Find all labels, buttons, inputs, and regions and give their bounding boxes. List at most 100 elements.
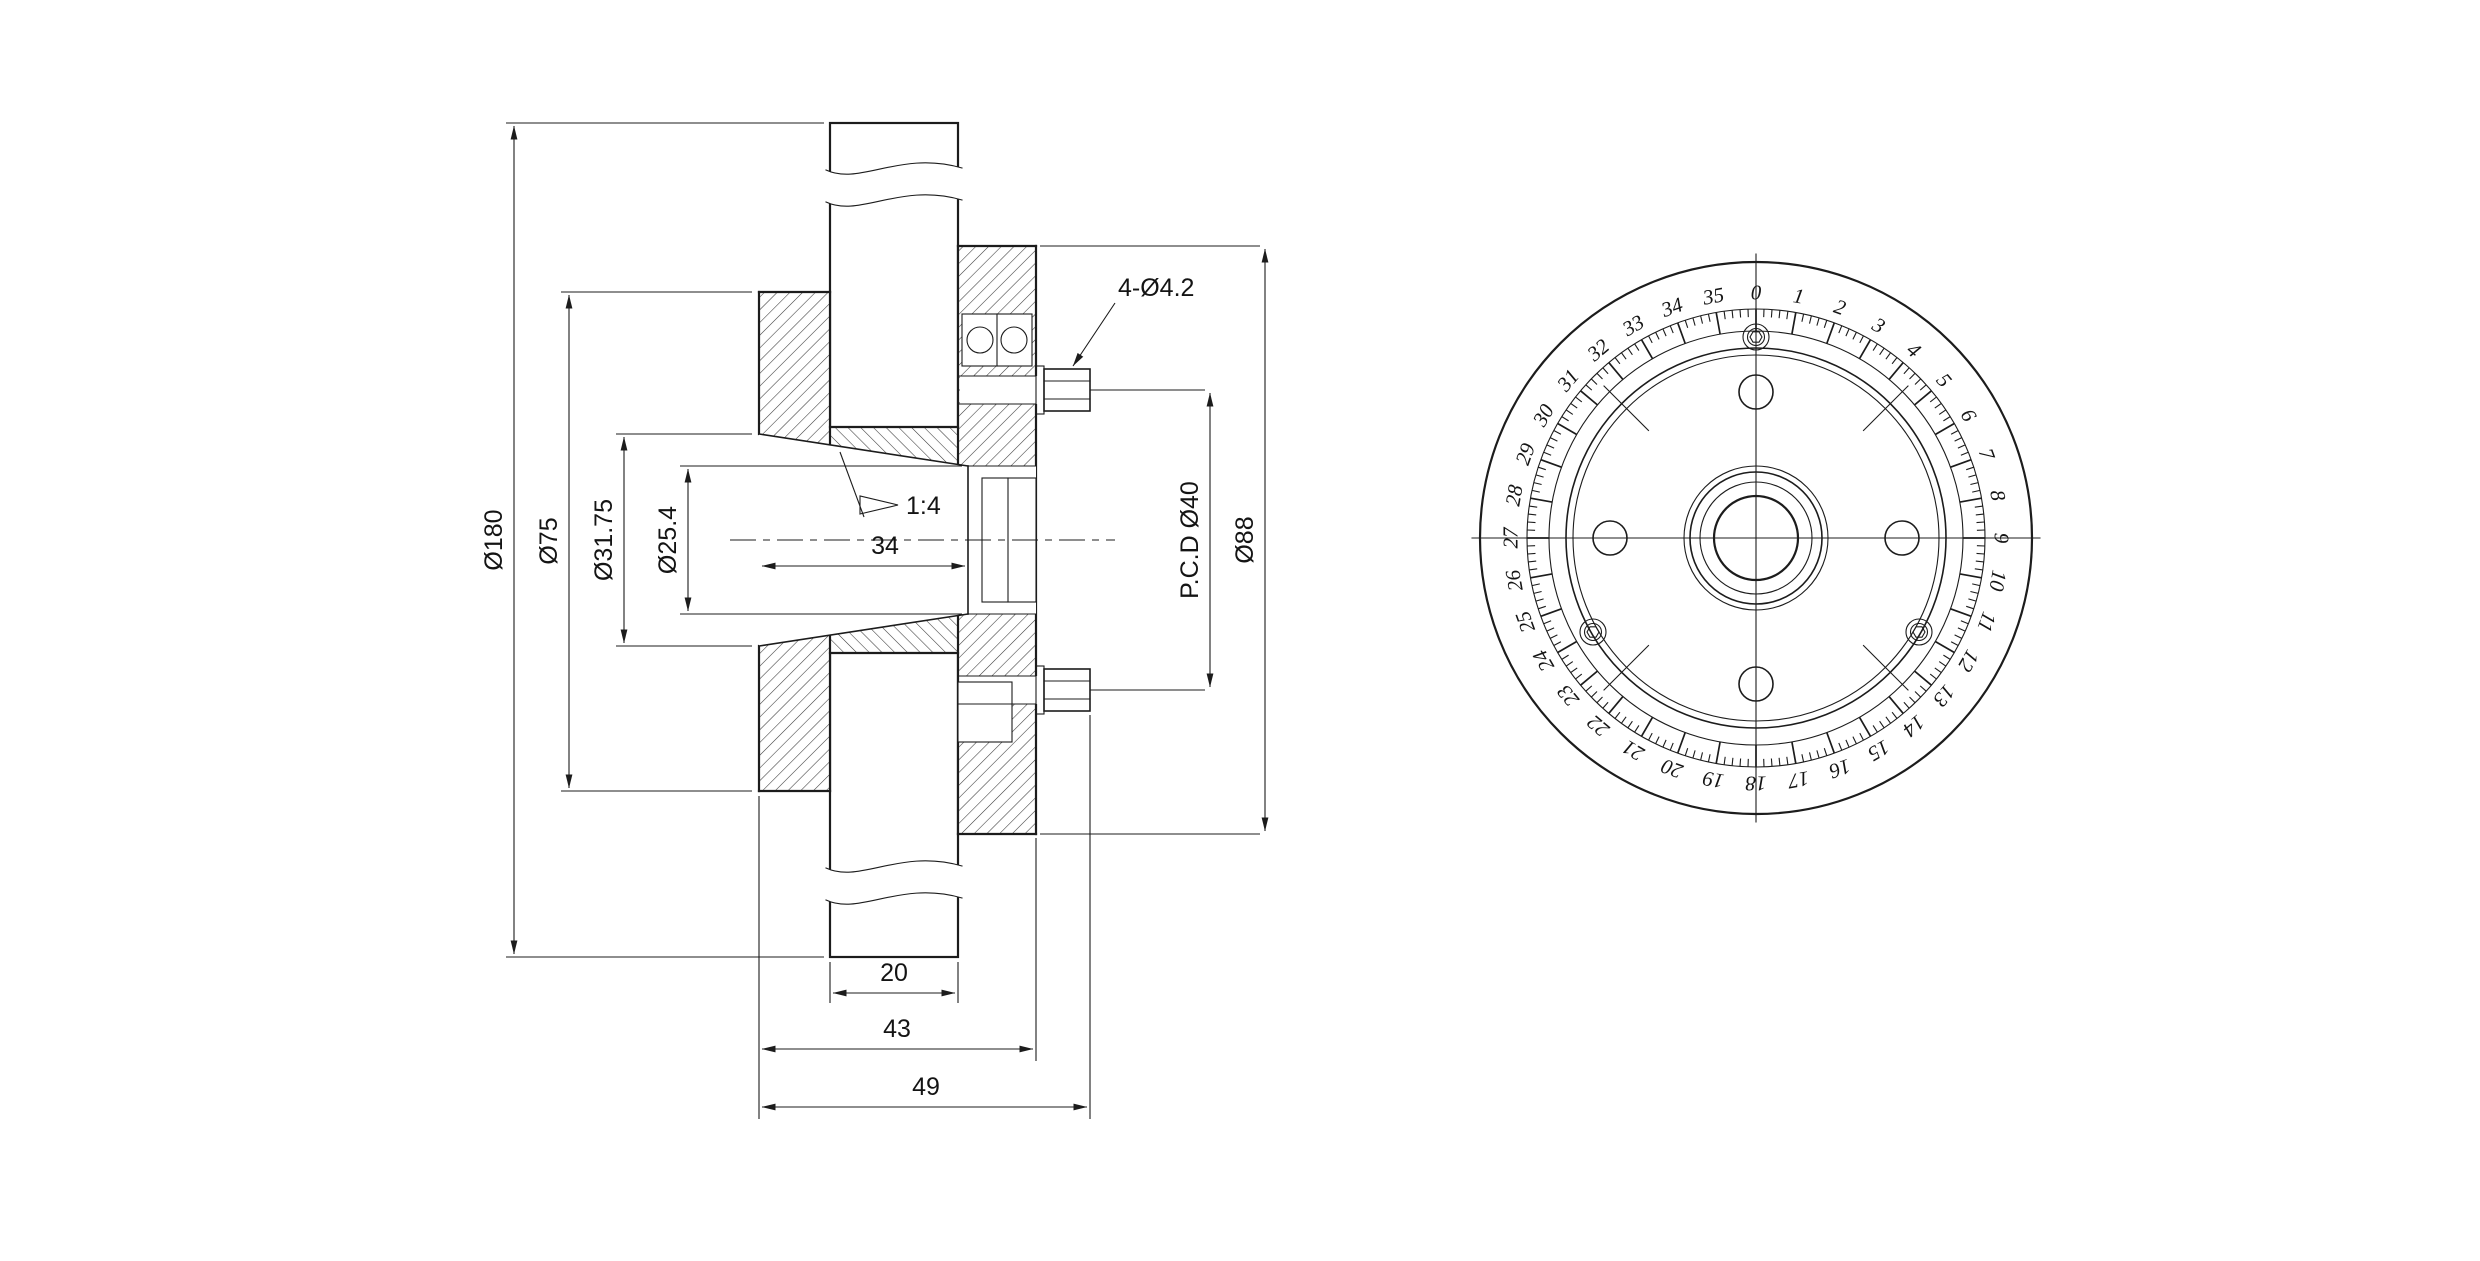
dial-number-33: 33 — [1617, 310, 1648, 342]
minor-tick — [1634, 343, 1640, 351]
minor-tick — [1627, 720, 1633, 729]
major-tick — [1950, 608, 1972, 618]
major-tick — [1914, 390, 1932, 406]
dial-number-22: 22 — [1582, 710, 1614, 742]
minor-tick — [1954, 437, 1963, 442]
dial-number-27: 27 — [1498, 526, 1522, 549]
minor-tick — [1565, 409, 1574, 415]
minor-tick — [1529, 505, 1538, 508]
minor-tick — [1535, 474, 1544, 478]
minor-tick — [1934, 402, 1942, 409]
minor-tick — [1602, 367, 1609, 375]
bolt-holes — [957, 375, 1037, 705]
minor-tick — [1808, 752, 1812, 761]
minor-tick — [1570, 667, 1578, 674]
dial-number-24: 24 — [1527, 645, 1559, 676]
dial-number-4: 4 — [1902, 337, 1926, 362]
major-tick — [1888, 362, 1904, 380]
minor-tick — [1919, 685, 1927, 692]
boss-circle — [1689, 471, 1823, 605]
dial-number-29: 29 — [1510, 440, 1540, 468]
major-tick — [1826, 322, 1836, 344]
center-bore-circle — [1712, 494, 1800, 582]
dial-number-23: 23 — [1552, 680, 1584, 712]
minor-tick — [1614, 357, 1621, 365]
minor-tick — [1975, 513, 1984, 516]
dial-outer-rim — [1478, 260, 2034, 816]
dim-label-taper-depth: 34 — [871, 532, 899, 560]
section-view: Ø180 Ø75 Ø31.75 Ø25.4 34 1:4 4-Ø4.2 P.C.… — [480, 121, 1269, 1119]
major-tick — [1557, 640, 1578, 654]
minor-tick — [1546, 627, 1555, 632]
minor-tick — [1845, 739, 1850, 748]
minor-tick — [1561, 654, 1569, 660]
minor-tick — [1970, 482, 1979, 486]
minor-tick — [1543, 451, 1552, 456]
dial-number-3: 3 — [1867, 312, 1889, 339]
dial-number-15: 15 — [1864, 735, 1894, 766]
minor-tick — [1707, 313, 1711, 322]
minor-tick — [1602, 701, 1609, 709]
minor-tick — [1553, 430, 1562, 435]
break-line-top — [825, 162, 963, 207]
dial-number-21: 21 — [1618, 735, 1648, 766]
boss-outer-circle — [1683, 465, 1829, 611]
hex-bolt-bottom — [1035, 665, 1091, 715]
bolt-channel-top-cutout — [960, 376, 1038, 404]
major-tick — [1580, 390, 1598, 406]
major-tick — [1791, 312, 1797, 335]
minor-tick — [1585, 384, 1593, 391]
minor-tick — [1891, 711, 1898, 719]
minor-tick — [1909, 372, 1916, 380]
dial-number-30: 30 — [1527, 400, 1559, 431]
minor-tick — [1919, 384, 1927, 391]
minor-tick — [1943, 416, 1951, 422]
minor-tick — [1561, 416, 1569, 422]
minor-tick — [1648, 335, 1653, 344]
minor-tick — [1538, 466, 1546, 471]
dial-number-14: 14 — [1898, 710, 1930, 742]
major-tick — [1608, 362, 1624, 380]
minor-tick — [1786, 311, 1789, 320]
dial-tick-marks — [1527, 309, 1985, 767]
minor-tick — [1527, 521, 1536, 524]
minor-tick — [1684, 748, 1689, 756]
boss-step-circle — [1699, 481, 1813, 595]
dim-label-overall-length: 49 — [912, 1073, 940, 1101]
minor-tick — [1972, 583, 1981, 587]
hex-bolt-top — [1035, 365, 1091, 415]
major-tick — [1826, 732, 1836, 754]
minor-tick — [1914, 378, 1922, 385]
minor-tick — [1531, 489, 1540, 493]
minor-tick — [1634, 725, 1640, 733]
minor-tick — [1770, 309, 1773, 318]
pcd-hole-right — [1884, 520, 1920, 556]
minor-tick — [1954, 634, 1963, 639]
dial-number-19: 19 — [1700, 766, 1725, 793]
major-tick — [1914, 670, 1932, 686]
minor-tick — [1859, 732, 1864, 741]
major-tick — [1950, 458, 1972, 468]
dial-number-20: 20 — [1658, 754, 1686, 784]
minor-tick — [1816, 750, 1820, 759]
dial-number-35: 35 — [1700, 282, 1726, 309]
dial-number-17: 17 — [1785, 766, 1811, 794]
major-tick — [1640, 339, 1654, 360]
minor-tick — [1700, 752, 1704, 761]
major-tick — [1934, 422, 1955, 436]
dial-number-12: 12 — [1953, 646, 1985, 677]
minor-tick — [1914, 691, 1922, 698]
minor-tick — [1968, 598, 1977, 602]
dial-number-0: 0 — [1751, 280, 1762, 304]
major-tick — [1888, 696, 1904, 714]
minor-tick — [1974, 505, 1983, 508]
minor-tick — [1885, 716, 1892, 724]
major-tick — [1530, 573, 1553, 579]
dial-number-18: 18 — [1745, 772, 1767, 796]
minor-tick — [1801, 313, 1805, 322]
minor-tick — [1723, 311, 1726, 320]
dim-label-hub-length: 43 — [883, 1015, 911, 1043]
dim-label-flange-diameter: Ø75 — [535, 517, 563, 564]
pcd-hole-top — [1738, 374, 1774, 410]
